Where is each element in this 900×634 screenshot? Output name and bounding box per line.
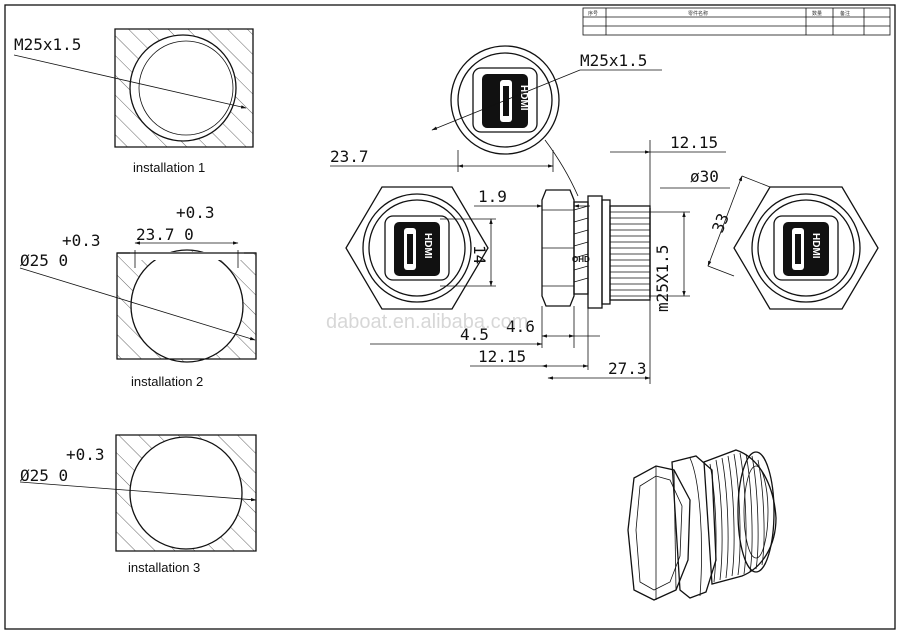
installation-1-thread-label: M25x1.5 bbox=[14, 35, 81, 54]
title-cell-no: 序号 bbox=[588, 10, 598, 17]
installation-2-caption: installation 2 bbox=[131, 374, 203, 389]
dim-12-15-bottom: 12.15 bbox=[478, 347, 526, 366]
dim-33: 33 bbox=[708, 211, 733, 236]
top-view-hdmi-label: HDMI bbox=[518, 85, 529, 111]
installation-2-dia-label: Ø25 0 bbox=[20, 251, 68, 270]
installation-3-caption: installation 3 bbox=[128, 560, 200, 575]
top-round-view: HDMI M25x1.5 23.7 bbox=[330, 45, 662, 197]
side-view-marking: OHD bbox=[572, 255, 590, 264]
installation-2-dia-tolerance: +0.3 bbox=[62, 231, 101, 250]
installation-2-flat-tolerance: +0.3 bbox=[176, 203, 215, 222]
dim-4-6: 4.6 bbox=[506, 317, 535, 336]
watermark: daboat.en.alibaba.com bbox=[326, 311, 528, 333]
installation-3: +0.3 Ø25 0 installation 3 bbox=[19, 434, 257, 575]
installation-1: M25x1.5 installation 1 bbox=[13, 28, 254, 175]
back-hex-view: HDMI 33 bbox=[707, 175, 879, 310]
title-cell-qty: 数量 bbox=[812, 10, 822, 17]
top-view-thread-label: M25x1.5 bbox=[580, 51, 647, 70]
installation-3-dia-label: Ø25 0 bbox=[20, 466, 68, 485]
dim-27-3: 27.3 bbox=[608, 359, 647, 378]
dim-23-7: 23.7 bbox=[330, 147, 369, 166]
dim-12-15-top: 12.15 bbox=[670, 133, 718, 152]
installation-2-flat-dimension: 23.7 0 bbox=[136, 225, 194, 244]
front-view-hdmi-label: HDMI bbox=[422, 233, 433, 259]
back-view-hdmi-label: HDMI bbox=[810, 233, 821, 259]
dim-1-9: 1.9 bbox=[478, 187, 507, 206]
title-block: 序号 零件名称 数量 备注 bbox=[582, 7, 891, 36]
title-cell-name: 零件名称 bbox=[688, 10, 708, 17]
installation-3-dia-tolerance: +0.3 bbox=[66, 445, 105, 464]
drawing-border bbox=[4, 4, 896, 630]
dim-14: 14 bbox=[470, 245, 489, 264]
dim-phi-30: ø30 bbox=[690, 167, 719, 186]
isometric-view bbox=[627, 449, 777, 601]
dim-4-5: 4.5 bbox=[460, 325, 489, 344]
installation-2: +0.3 23.7 0 +0.3 Ø25 0 installation 2 bbox=[19, 203, 257, 389]
title-cell-remark: 备注 bbox=[840, 10, 850, 17]
front-hex-view: HDMI 14 bbox=[345, 186, 496, 310]
side-profile-view: OHD 12.15 ø30 1.9 m25X1.5 4.5 4.6 bbox=[370, 133, 730, 384]
dim-m25x1-5: m25X1.5 bbox=[653, 245, 672, 312]
installation-1-caption: installation 1 bbox=[133, 160, 205, 175]
